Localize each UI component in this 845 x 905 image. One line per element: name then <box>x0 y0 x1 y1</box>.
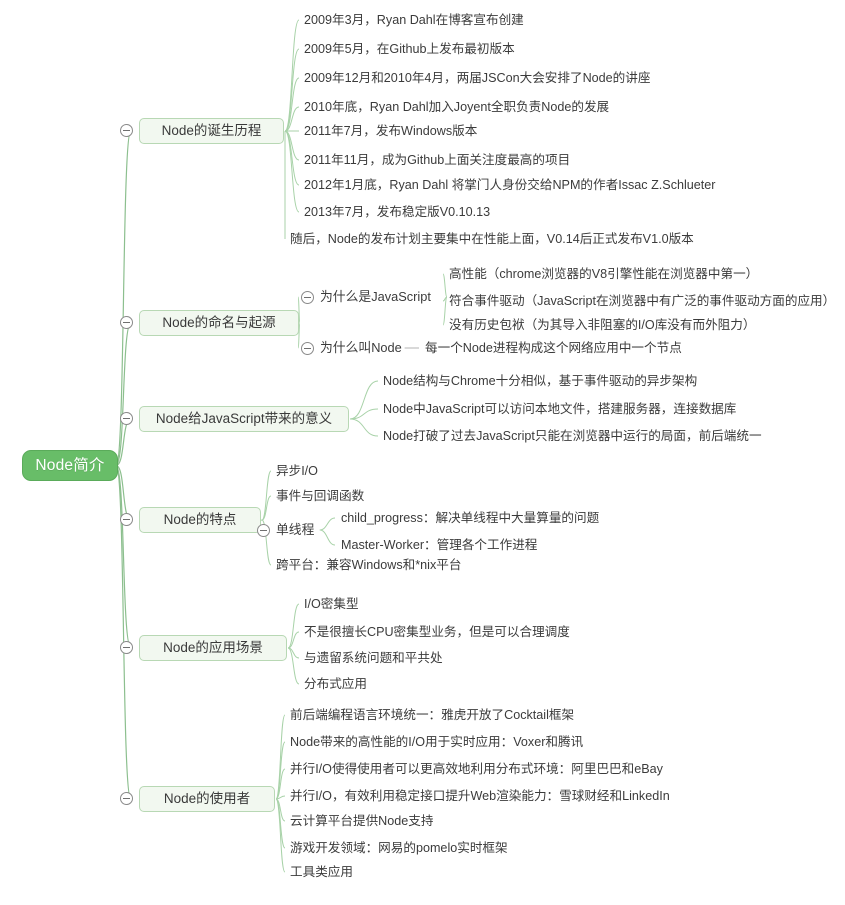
leaf-users-3[interactable]: 并行I/O，有效利用稳定接口提升Web渲染能力：雪球财经和LinkedIn <box>290 788 670 803</box>
collapse-toggle-users[interactable] <box>120 792 133 805</box>
collapse-toggle-naming-0[interactable] <box>301 291 314 304</box>
leaf-users-5[interactable]: 游戏开发领域：网易的pomelo实时框架 <box>290 840 508 855</box>
leaf-birth-7[interactable]: 2013年7月，发布稳定版V0.10.13 <box>304 204 491 219</box>
collapse-toggle-naming[interactable] <box>120 316 133 329</box>
leaf-birth-4[interactable]: 2011年7月，发布Windows版本 <box>304 123 478 138</box>
branch-node-birth[interactable]: Node的诞生历程 <box>139 118 284 144</box>
leaf-meaning-2[interactable]: Node打破了过去JavaScript只能在浏览器中运行的局面，前后端统一 <box>383 428 762 443</box>
leaf-features-1[interactable]: 事件与回调函数 <box>276 488 365 503</box>
leaf-features-3[interactable]: 跨平台：兼容Windows和*nix平台 <box>276 557 462 572</box>
leaf-birth-3[interactable]: 2010年底，Ryan Dahl加入Joyent全职负责Node的发展 <box>304 99 610 114</box>
leaf-features-0[interactable]: 异步I/O <box>276 463 318 478</box>
collapse-toggle-scenarios[interactable] <box>120 641 133 654</box>
leaf-users-0[interactable]: 前后端编程语言环境统一：雅虎开放了Cocktail框架 <box>290 707 575 722</box>
branch-node-scenarios[interactable]: Node的应用场景 <box>139 635 287 661</box>
leaf-features-2-0[interactable]: child_progress：解决单线程中大量算量的问题 <box>341 510 600 525</box>
leaf-birth-6[interactable]: 2012年1月底，Ryan Dahl 将掌门人身份交给NPM的作者Issac Z… <box>304 177 716 192</box>
collapse-toggle-birth[interactable] <box>120 124 133 137</box>
leaf-scenarios-3[interactable]: 分布式应用 <box>304 676 367 691</box>
leaf-naming-0-0[interactable]: 高性能（chrome浏览器的V8引擎性能在浏览器中第一） <box>449 266 759 281</box>
leaf-scenarios-2[interactable]: 与遗留系统问题和平共处 <box>304 650 443 665</box>
leaf-naming-0-2[interactable]: 没有历史包袱（为其导入非阻塞的I/O库没有而外阻力） <box>449 317 756 332</box>
leaf-scenarios-0[interactable]: I/O密集型 <box>304 596 359 611</box>
subtopic-naming-0[interactable]: 为什么是JavaScript <box>320 288 431 304</box>
collapse-toggle-naming-1[interactable] <box>301 342 314 355</box>
leaf-users-6[interactable]: 工具类应用 <box>290 864 353 879</box>
leaf-birth-0[interactable]: 2009年3月，Ryan Dahl在博客宣布创建 <box>304 12 524 27</box>
leaf-birth-1[interactable]: 2009年5月，在Github上发布最初版本 <box>304 41 515 56</box>
collapse-toggle-features-2[interactable] <box>257 524 270 537</box>
branch-node-users[interactable]: Node的使用者 <box>139 786 275 812</box>
leaf-users-4[interactable]: 云计算平台提供Node支持 <box>290 813 434 828</box>
branch-node-meaning[interactable]: Node给JavaScript带来的意义 <box>139 406 349 432</box>
leaf-meaning-0[interactable]: Node结构与Chrome十分相似，基于事件驱动的异步架构 <box>383 373 698 388</box>
leaf-birth-2[interactable]: 2009年12月和2010年4月，两届JSCon大会安排了Node的讲座 <box>304 70 651 85</box>
leaf-naming-1-0[interactable]: 每一个Node进程构成这个网络应用中一个节点 <box>425 340 682 355</box>
leaf-features-2-1[interactable]: Master-Worker：管理各个工作进程 <box>341 537 538 552</box>
leaf-birth-5[interactable]: 2011年11月，成为Github上面关注度最高的项目 <box>304 152 571 167</box>
subtopic-naming-1[interactable]: 为什么叫Node <box>320 339 402 355</box>
leaf-users-2[interactable]: 并行I/O使得使用者可以更高效地利用分布式环境：阿里巴巴和eBay <box>290 761 663 776</box>
root-node[interactable]: Node简介 <box>22 450 118 481</box>
collapse-toggle-meaning[interactable] <box>120 412 133 425</box>
leaf-scenarios-1[interactable]: 不是很擅长CPU密集型业务，但是可以合理调度 <box>304 624 570 639</box>
leaf-meaning-1[interactable]: Node中JavaScript可以访问本地文件，搭建服务器，连接数据库 <box>383 401 737 416</box>
leaf-birth-8[interactable]: 随后，Node的发布计划主要集中在性能上面，V0.14后正式发布V1.0版本 <box>290 231 694 246</box>
leaf-naming-0-1[interactable]: 符合事件驱动（JavaScript在浏览器中有广泛的事件驱动方面的应用） <box>449 293 836 308</box>
leaf-users-1[interactable]: Node带来的高性能的I/O用于实时应用：Voxer和腾讯 <box>290 734 584 749</box>
subtopic-features-2[interactable]: 单线程 <box>276 521 315 537</box>
collapse-toggle-features[interactable] <box>120 513 133 526</box>
branch-node-features[interactable]: Node的特点 <box>139 507 261 533</box>
branch-node-naming[interactable]: Node的命名与起源 <box>139 310 299 336</box>
